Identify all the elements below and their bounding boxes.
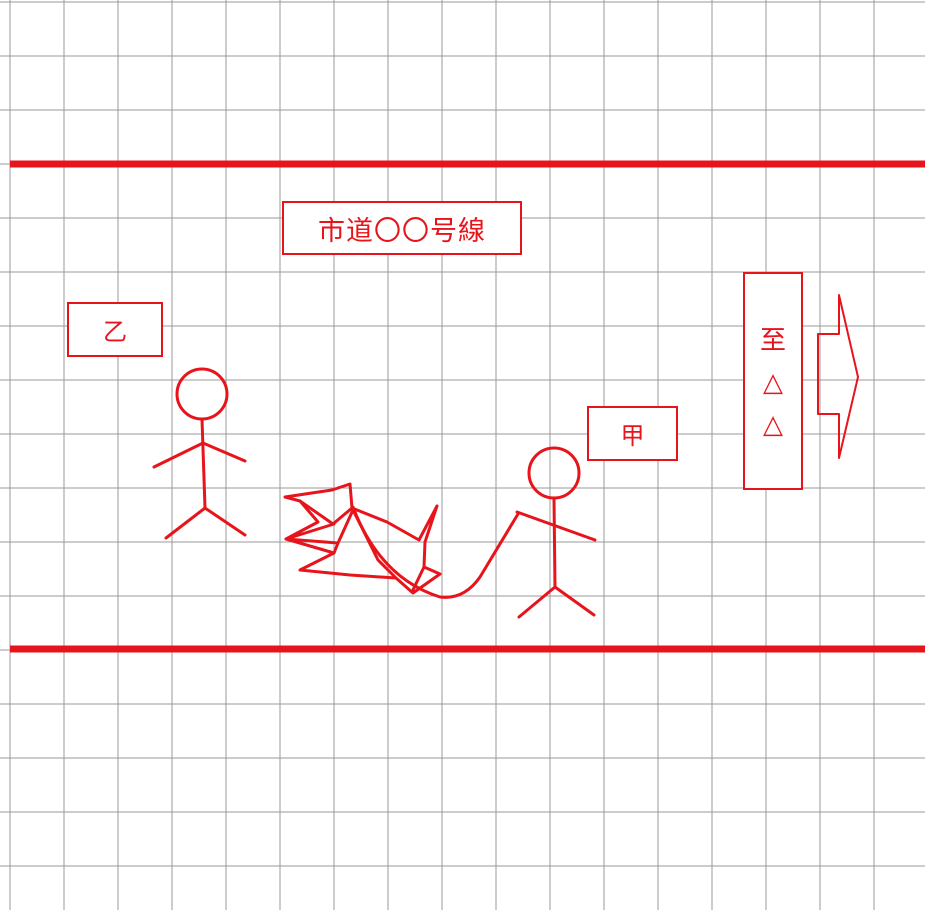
direction-place-text-1: △	[763, 368, 783, 398]
person-a-text: 甲	[620, 422, 645, 450]
road-name-text: 市道〇〇号線	[318, 215, 486, 247]
leash-line	[351, 505, 520, 599]
person-b-figure	[152, 367, 247, 540]
direction-place-text-2: △	[763, 410, 783, 440]
direction-to-text: 至	[759, 326, 786, 356]
person-b-text: 乙	[103, 318, 127, 346]
road-name-label: 市道〇〇号線	[282, 201, 522, 255]
direction-label: 至 △ △	[743, 272, 803, 490]
person-a-label: 甲	[587, 406, 678, 461]
dog-figure	[283, 482, 442, 595]
person-b-label: 乙	[67, 302, 163, 357]
direction-arrow-icon	[817, 294, 859, 459]
person-a-figure	[515, 446, 597, 619]
